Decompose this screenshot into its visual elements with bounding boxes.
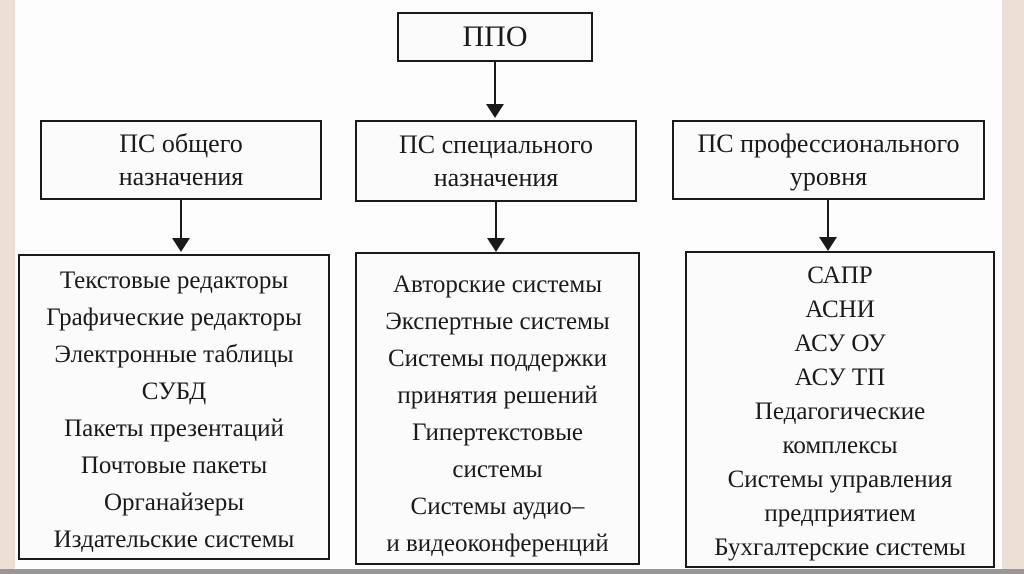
right-margin-strip xyxy=(1002,0,1024,574)
list-line: Электронные таблицы xyxy=(54,341,294,368)
list-line: назначения xyxy=(433,163,559,192)
connector-line-root xyxy=(494,62,496,105)
arrow-down-icon xyxy=(486,104,504,118)
list-line: предприятием xyxy=(764,500,916,527)
connector-line-branch-2 xyxy=(495,202,497,239)
list-line: Пакеты презентаций xyxy=(64,415,284,442)
connector-line-branch-3 xyxy=(827,200,829,238)
list-line: Педагогические xyxy=(754,398,926,425)
list-line: Издательские системы xyxy=(53,526,295,553)
list-line: Авторские системы xyxy=(392,271,602,298)
branch-header-special-purpose: ПС специального назначения xyxy=(355,120,637,202)
list-line: Гипертекстовые xyxy=(412,419,583,446)
connector-line-branch-1 xyxy=(180,200,182,239)
list-line: и видеоконференций xyxy=(386,530,609,557)
list-line: Системы аудио– xyxy=(410,493,585,520)
root-node-label: ППО xyxy=(462,20,528,53)
list-line: ПС профессионального xyxy=(697,129,960,158)
list-line: СУБД xyxy=(141,378,207,405)
branch-list-professional-level: САПР АСНИ АСУ ОУ АСУ ТП Педагогические компле… xyxy=(685,251,995,568)
left-margin-strip xyxy=(0,0,15,574)
list-line: Графические редакторы xyxy=(46,304,302,331)
list-line: назначения xyxy=(118,162,244,191)
arrow-down-icon xyxy=(487,238,505,252)
list-line: САПР xyxy=(807,262,873,289)
list-line: ПС специального xyxy=(399,130,593,159)
list-line: принятия решений xyxy=(397,382,598,409)
list-line: АСУ ОУ xyxy=(794,330,886,357)
list-line: Экспертные системы xyxy=(385,308,610,335)
list-line: Бухгалтерские системы xyxy=(714,534,966,561)
root-node-ppo: ППО xyxy=(397,12,593,62)
slide-bottom-edge xyxy=(0,569,1024,574)
list-line: Почтовые пакеты xyxy=(80,452,268,479)
list-line: АСУ ТП xyxy=(794,364,886,391)
arrow-down-icon xyxy=(172,238,190,252)
list-line: комплексы xyxy=(782,432,898,459)
list-line: ПС общего xyxy=(119,129,243,158)
branch-header-professional-level: ПС профессионального уровня xyxy=(672,120,985,200)
list-line: системы xyxy=(452,456,543,483)
list-line: Текстовые редакторы xyxy=(59,267,289,294)
list-line: уровня xyxy=(789,162,868,191)
list-line: АСНИ xyxy=(805,296,875,323)
list-line: Органайзеры xyxy=(103,489,245,516)
branch-header-general-purpose: ПС общего назначения xyxy=(40,120,322,200)
list-line: Системы управления xyxy=(727,466,953,493)
list-line: Системы поддержки xyxy=(387,345,608,372)
arrow-down-icon xyxy=(819,237,837,251)
